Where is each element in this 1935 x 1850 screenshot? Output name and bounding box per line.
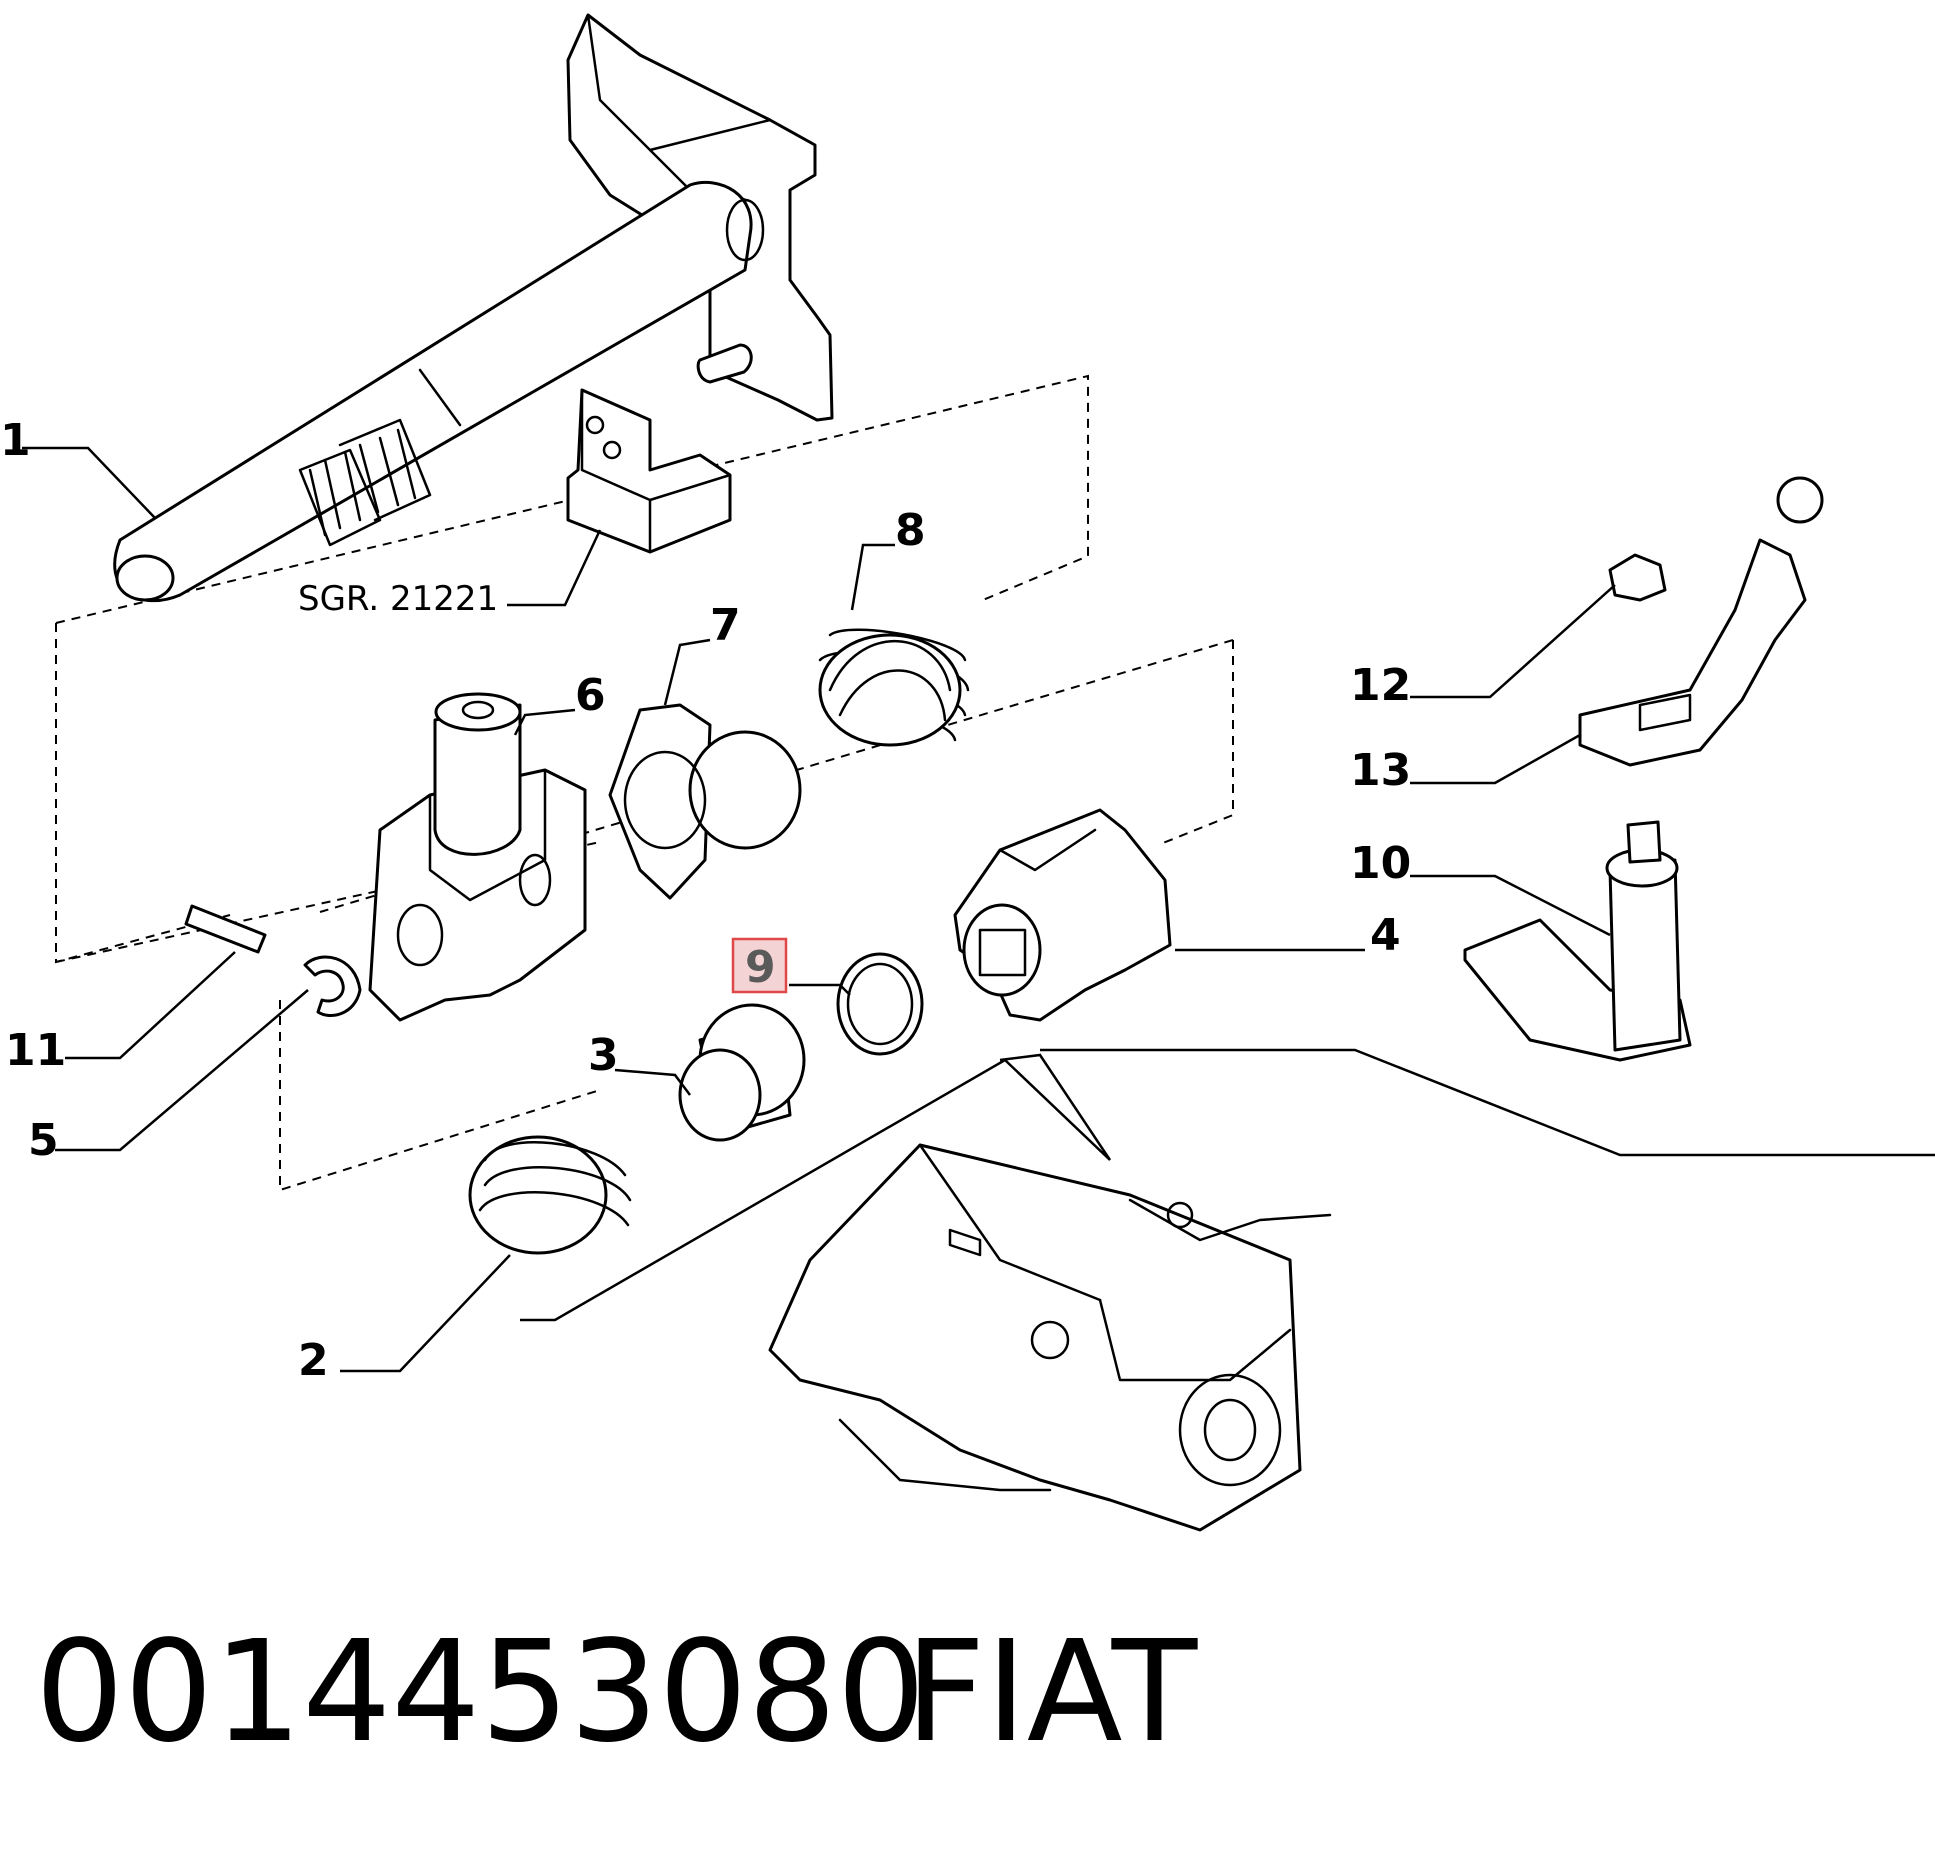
callout-7: 7 (710, 600, 741, 651)
callout-3: 3 (588, 1030, 619, 1081)
callout-6: 6 (575, 670, 606, 721)
callout-8: 8 (895, 505, 926, 556)
brand-name: FIAT (905, 1611, 1198, 1774)
nut-part-12 (1608, 553, 1667, 602)
part-number: 0014453080 (35, 1611, 926, 1774)
callout-13: 13 (1350, 745, 1411, 796)
selector-fork-part-6 (368, 692, 587, 1022)
selector-block-part-4 (953, 808, 1172, 1022)
callout-11: 11 (5, 1025, 66, 1076)
bushing-part-3 (678, 1003, 806, 1142)
callout-1: 1 (0, 415, 31, 466)
group-frame-lower (279, 639, 1234, 1192)
lever-part-13 (1578, 476, 1824, 767)
circlip-part-5 (303, 955, 362, 1017)
callout-2: 2 (298, 1335, 329, 1386)
selector-shaft-part-1 (113, 13, 834, 603)
flanged-bushing-part-7 (608, 703, 802, 900)
pin-part-11 (184, 904, 267, 954)
callout-5: 5 (28, 1115, 59, 1166)
spring-part-2 (468, 1135, 632, 1255)
gearbox-overview (768, 1143, 1332, 1532)
callout-12: 12 (1350, 660, 1411, 711)
callout-9: 9 (745, 942, 776, 993)
spring-part-8 (818, 628, 970, 747)
highlight-box (731, 937, 788, 994)
callout-10: 10 (1350, 838, 1411, 889)
callout-4: 4 (1370, 910, 1401, 961)
pin-with-plate-part-10 (1463, 820, 1692, 1062)
reference-label: SGR. 21221 (298, 579, 498, 619)
o-ring-part-9 (836, 952, 924, 1056)
leader-lines (22, 446, 1935, 1373)
highlighted-callout-9: 9 (731, 937, 788, 994)
sgr-bracket-part (566, 388, 732, 554)
